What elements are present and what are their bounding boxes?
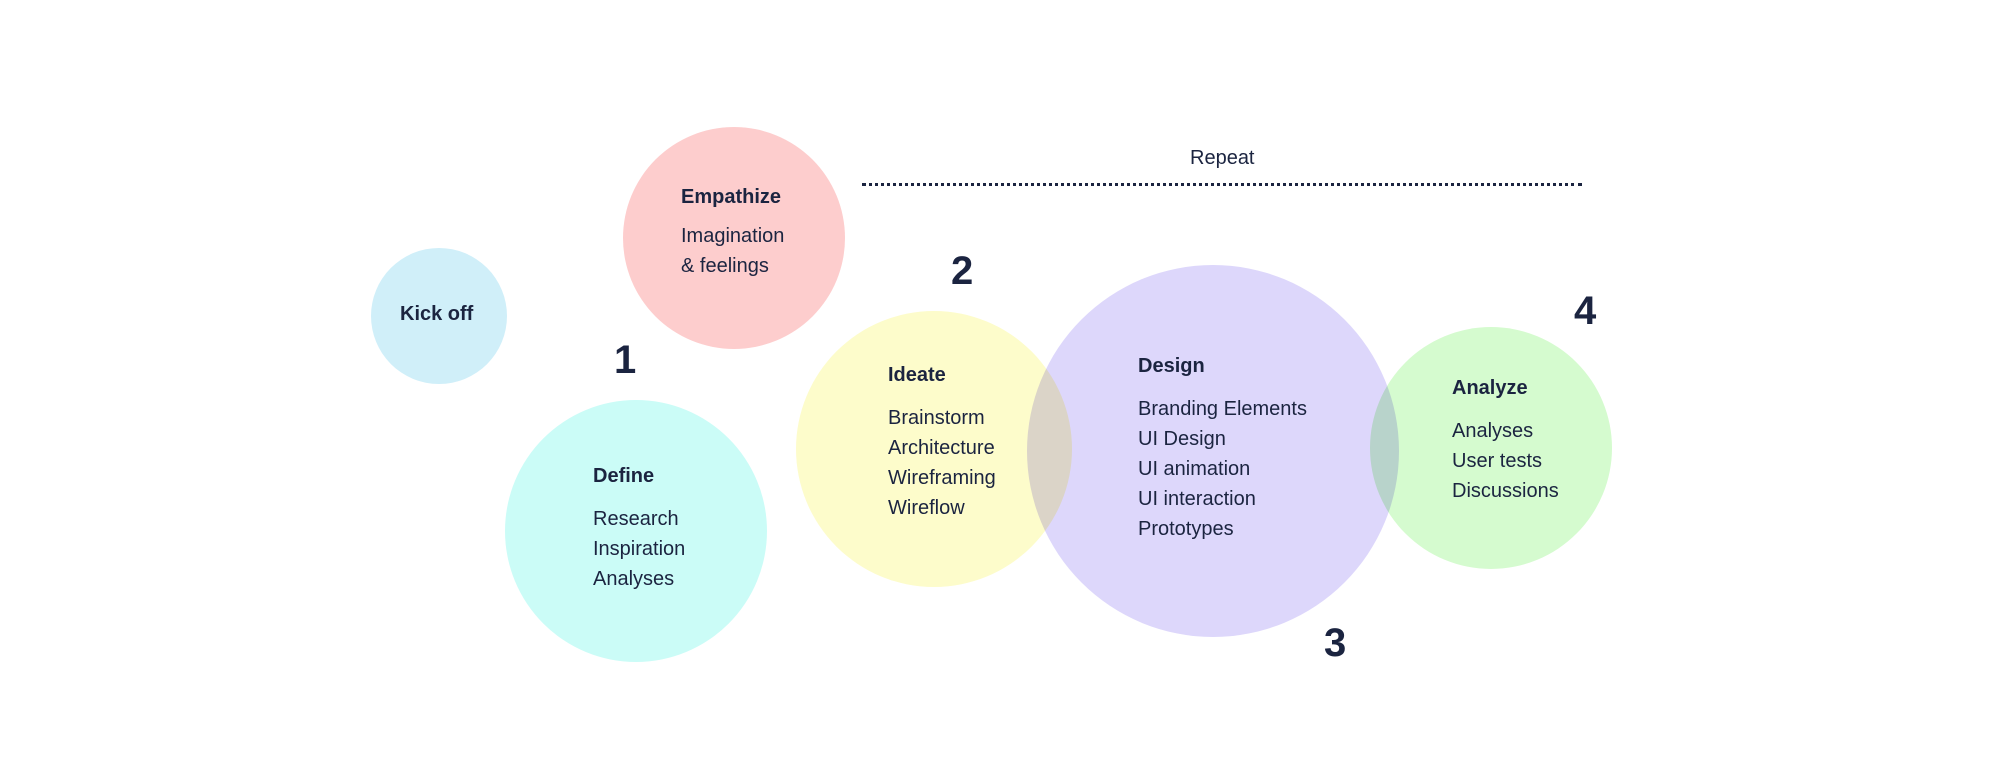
analyze-item: Analyses xyxy=(1452,420,1534,442)
kickoff-circle xyxy=(371,248,507,384)
ideate-item: Brainstorm xyxy=(888,407,985,429)
analyze-title: Analyze xyxy=(1452,377,1528,399)
design-title: Design xyxy=(1138,355,1205,377)
design-label: Design Branding Elements UI Design UI an… xyxy=(1138,354,1307,544)
define-circle xyxy=(505,400,767,662)
empathize-items: Imagination & feelings xyxy=(681,221,784,281)
step-number-4: 4 xyxy=(1574,289,1597,333)
ideate-circle xyxy=(796,311,1072,587)
design-item: UI interaction xyxy=(1138,488,1256,510)
define-item: Research xyxy=(593,508,679,530)
empathize-circle xyxy=(623,127,845,349)
ideate-items: Brainstorm Architecture Wireframing Wire… xyxy=(888,403,996,523)
define-item: Inspiration xyxy=(593,538,686,560)
design-circle xyxy=(1027,265,1399,637)
analyze-items: Analyses User tests Discussions xyxy=(1452,416,1559,506)
repeat-label: Repeat xyxy=(1190,147,1255,169)
kickoff-title: Kick off xyxy=(400,303,474,325)
step-number-2: 2 xyxy=(951,249,974,293)
empathize-item: & feelings xyxy=(681,255,769,277)
analyze-circle xyxy=(1370,327,1612,569)
empathize-label: Empathize Imagination & feelings xyxy=(681,185,784,281)
ideate-item: Wireflow xyxy=(888,497,965,519)
define-items: Research Inspiration Analyses xyxy=(593,504,685,594)
ideate-title: Ideate xyxy=(888,364,946,386)
ideate-label: Ideate Brainstorm Architecture Wireframi… xyxy=(888,363,996,523)
design-item: UI Design xyxy=(1138,428,1226,450)
ideate-item: Wireframing xyxy=(888,467,996,489)
define-label: Define Research Inspiration Analyses xyxy=(593,464,685,594)
step-number-3: 3 xyxy=(1324,621,1347,665)
empathize-title: Empathize xyxy=(681,186,782,208)
define-title: Define xyxy=(593,465,655,487)
define-item: Analyses xyxy=(593,568,675,590)
ideate-item: Architecture xyxy=(888,437,995,459)
design-item: Branding Elements xyxy=(1138,398,1307,420)
design-items: Branding Elements UI Design UI animation… xyxy=(1138,394,1307,544)
kickoff-label: Kick off xyxy=(400,302,473,326)
empathize-item: Imagination xyxy=(681,225,785,247)
design-item: UI animation xyxy=(1138,458,1251,480)
step-number-1: 1 xyxy=(614,338,637,382)
analyze-item: Discussions xyxy=(1452,480,1559,502)
design-item: Prototypes xyxy=(1138,518,1234,540)
analyze-label: Analyze Analyses User tests Discussions xyxy=(1452,376,1559,506)
repeat-dotted-line xyxy=(862,183,1582,186)
analyze-item: User tests xyxy=(1452,450,1543,472)
